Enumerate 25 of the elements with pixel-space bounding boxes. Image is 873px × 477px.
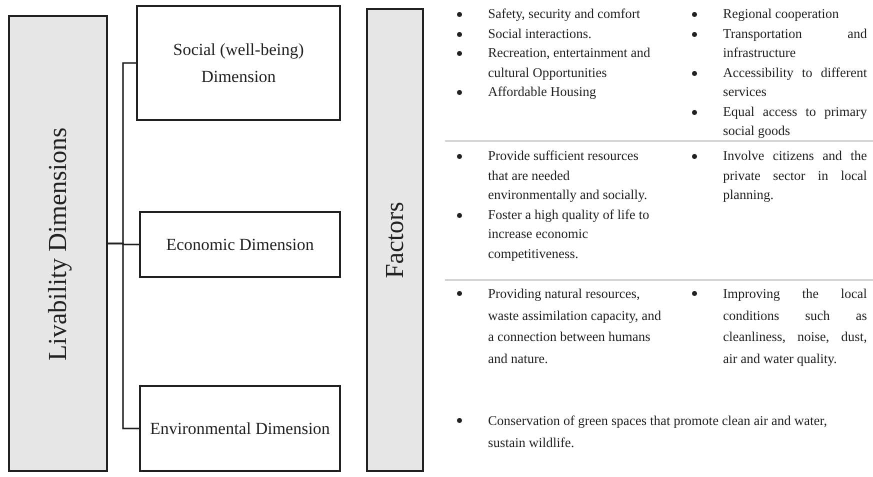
factor-text: Provide sufficient resources that are needed environmentally and socially.: [488, 147, 648, 204]
box-label: Environmental Dimension: [150, 418, 330, 440]
heading-bar: [8, 15, 108, 472]
factor-text: Foster a high quality of life to increase economic competitiveness.: [488, 206, 650, 263]
dimension-box: [136, 5, 341, 121]
vertical-heading: Factors: [379, 202, 410, 278]
box-label: Economic Dimension: [166, 234, 314, 256]
vertical-heading: Livability Dimensions: [42, 126, 74, 360]
factor-text: Transportation and infrastructure: [723, 24, 867, 62]
dimension-box: [139, 211, 341, 278]
factor-text: Equal access to primary social goods: [723, 102, 867, 140]
factor-text: Social interactions.: [488, 24, 592, 42]
factor-text: Regional cooperation: [723, 5, 840, 23]
connector-line: [108, 242, 139, 430]
factor-text: Involve citizens and the private sector in local planning.: [723, 147, 867, 204]
factor-text: Accessibility to different services: [723, 64, 867, 101]
box-label: Social (well-being) Dimension: [172, 38, 305, 88]
factor-text: Safety, security and comfort: [488, 5, 642, 23]
factor-text: Providing natural resources, waste assimilation capacity, and a connection between humans and nature.: [488, 285, 662, 368]
factor-text: Affordable Housing: [488, 83, 598, 101]
factor-text: Improving the local conditions such as cleanliness, noise, dust, air and water quality.: [723, 285, 867, 368]
factor-text: Recreation, entertainment and cultural Opportunities: [488, 44, 652, 82]
factor-text: Conservation of green spaces that promote clean air and water, sustain wildlife.: [488, 412, 828, 452]
dimension-box: [139, 385, 341, 472]
heading-bar: [366, 8, 424, 472]
